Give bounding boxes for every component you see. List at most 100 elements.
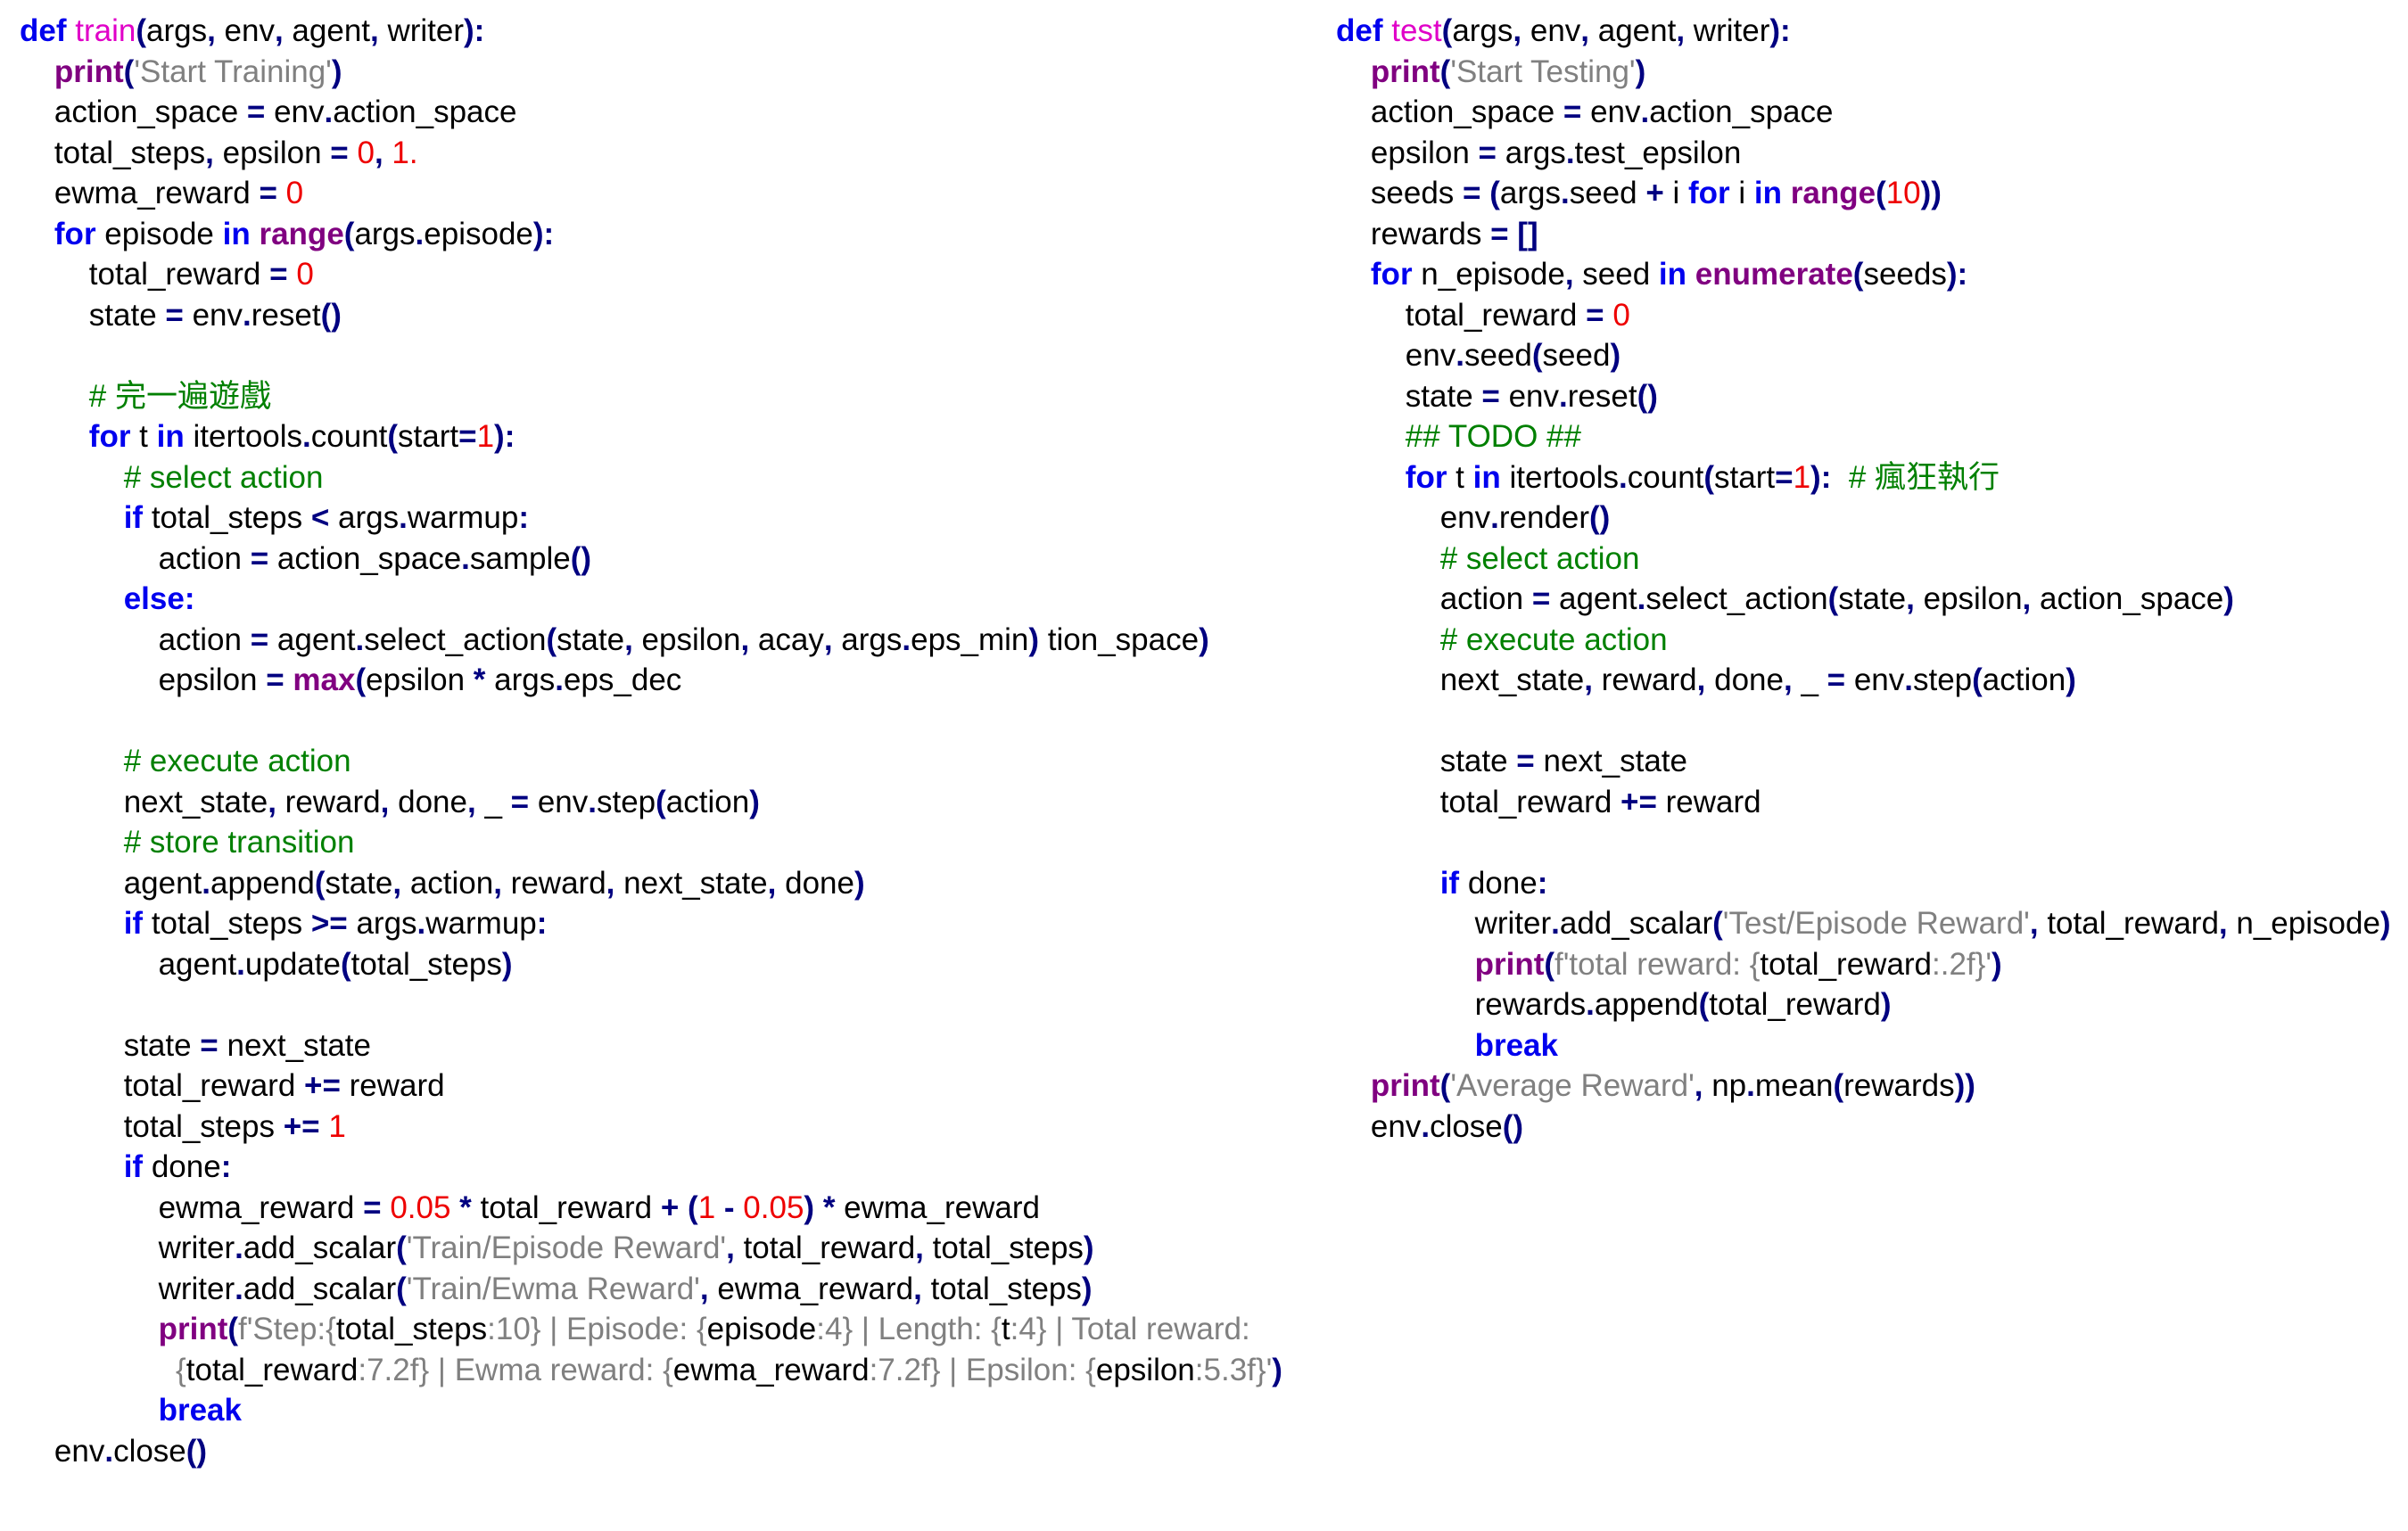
code-text-token: epsilon bbox=[1336, 135, 1479, 170]
operator-token: ) bbox=[1635, 54, 1646, 89]
code-text-token bbox=[20, 581, 124, 616]
code-text-token: env bbox=[224, 13, 275, 48]
code-text-token: ewma_reward bbox=[672, 1352, 870, 1387]
code-text-token: writer bbox=[20, 1231, 235, 1265]
code-line: total_steps, epsilon = 0, 1. bbox=[20, 133, 1282, 174]
code-text-token bbox=[251, 217, 260, 251]
function-name-token: train bbox=[75, 13, 136, 48]
string-token: f'Step:{ bbox=[238, 1312, 336, 1346]
operator-token: ( bbox=[343, 216, 355, 251]
code-text-token: next_state bbox=[1336, 663, 1585, 697]
code-text-token bbox=[20, 1312, 159, 1346]
code-line: # execute action bbox=[1336, 620, 2391, 661]
operator-token: . bbox=[1490, 500, 1499, 535]
comment-token: # select action bbox=[1439, 540, 1640, 576]
code-text-token: _ bbox=[1792, 663, 1827, 697]
operator-token: . bbox=[415, 216, 425, 251]
code-text-token: total_steps bbox=[20, 1108, 284, 1144]
number-token: 1 bbox=[697, 1189, 716, 1225]
builtin-token: print bbox=[158, 1312, 228, 1346]
code-text-token bbox=[1336, 1028, 1475, 1063]
code-line: total_reward = 0 bbox=[1336, 295, 2391, 336]
code-text-token: writer bbox=[1336, 906, 1552, 941]
code-line: total_reward += reward bbox=[1336, 782, 2391, 823]
operator-token: . bbox=[324, 95, 334, 129]
code-text-token: count bbox=[310, 419, 388, 454]
code-text-token bbox=[277, 176, 286, 210]
code-line: ewma_reward = 0.05 * total_reward + (1 -… bbox=[20, 1188, 1282, 1229]
number-token: 0.05 bbox=[390, 1189, 451, 1225]
operator-token: . bbox=[235, 1231, 243, 1265]
code-text-token bbox=[715, 1190, 724, 1225]
operator-token: = bbox=[1463, 176, 1481, 210]
code-text-token: action bbox=[20, 621, 251, 657]
code-text-token: epsilon bbox=[366, 663, 474, 697]
operator-token: , bbox=[205, 135, 214, 170]
code-text-token: itertools bbox=[184, 419, 303, 454]
operator-token: = bbox=[363, 1189, 382, 1225]
operator-token: + bbox=[660, 1189, 680, 1225]
operator-token: ): bbox=[1946, 257, 1968, 292]
operator-token: () bbox=[1637, 378, 1658, 414]
code-text-token: update bbox=[244, 946, 341, 982]
operator-token: += bbox=[304, 1068, 341, 1103]
operator-token: ) bbox=[1083, 1231, 1094, 1265]
code-text-token: agent bbox=[268, 621, 356, 657]
code-line: rewards.append(total_reward) bbox=[1336, 984, 2391, 1025]
string-token: :5.3f}' bbox=[1194, 1352, 1273, 1387]
keyword-token: for bbox=[54, 216, 96, 251]
code-text-token: total_steps bbox=[335, 1312, 488, 1346]
code-text-token: env bbox=[1336, 1108, 1422, 1144]
operator-token: >= bbox=[310, 906, 348, 941]
number-token: 1 bbox=[476, 419, 495, 454]
code-text-token: env bbox=[1336, 500, 1491, 535]
code-text-token bbox=[20, 217, 54, 251]
code-line: def train(args, env, agent, writer): bbox=[20, 11, 1282, 52]
code-line: if total_steps >= args.warmup: bbox=[20, 903, 1282, 944]
code-text-token: state bbox=[1336, 744, 1517, 778]
code-line: state = next_state bbox=[1336, 741, 2391, 782]
code-line: rewards = [] bbox=[1336, 214, 2391, 255]
string-token: :10} | Episode: { bbox=[487, 1312, 707, 1346]
operator-token: ( bbox=[340, 946, 351, 982]
code-text-token: count bbox=[1627, 459, 1704, 495]
code-text-token bbox=[1686, 257, 1695, 292]
operator-token: ( bbox=[314, 865, 326, 901]
keyword-token: def bbox=[1336, 13, 1392, 48]
code-text-token bbox=[20, 825, 124, 860]
code-text-token: total_reward bbox=[1336, 784, 1621, 819]
code-text-token: agent bbox=[1597, 13, 1677, 48]
operator-token: , bbox=[2029, 906, 2039, 941]
operator-token: = bbox=[250, 540, 269, 576]
comment-token: ## TODO ## bbox=[1405, 419, 1581, 454]
operator-token: = bbox=[266, 663, 285, 697]
keyword-token: in bbox=[1753, 176, 1783, 210]
number-token: 0 bbox=[285, 176, 304, 210]
code-line: if total_steps < args.warmup: bbox=[20, 498, 1282, 539]
code-text-token: t bbox=[1001, 1312, 1010, 1346]
keyword-token: for bbox=[1405, 459, 1447, 495]
operator-token: = bbox=[330, 135, 349, 170]
code-text-token: state bbox=[20, 297, 166, 333]
code-line: next_state, reward, done, _ = env.step(a… bbox=[20, 782, 1282, 823]
code-text-token: agent bbox=[20, 946, 237, 982]
operator-token: , bbox=[268, 784, 276, 819]
code-line: print(f'total reward: {total_reward:.2f}… bbox=[1336, 944, 2391, 985]
code-text-token bbox=[20, 500, 124, 535]
code-line: break bbox=[1336, 1025, 2391, 1066]
builtin-token: max bbox=[293, 663, 356, 697]
code-text-token bbox=[1336, 541, 1440, 576]
code-line: env.render() bbox=[1336, 498, 2391, 539]
builtin-token: range bbox=[259, 216, 344, 251]
code-text-token: action_space bbox=[2031, 581, 2224, 616]
code-line: action = agent.select_action(state, epsi… bbox=[20, 620, 1282, 661]
operator-token: = bbox=[246, 95, 266, 129]
operator-token: ) bbox=[331, 54, 342, 89]
code-text-token: args bbox=[347, 906, 417, 941]
code-text-token: close bbox=[113, 1433, 186, 1469]
string-token: 'Start Training' bbox=[134, 54, 332, 89]
code-text-token: itertools bbox=[1500, 459, 1620, 495]
code-text-token bbox=[20, 1149, 124, 1184]
keyword-token: break bbox=[1474, 1027, 1558, 1063]
operator-token: ( bbox=[1698, 987, 1710, 1022]
